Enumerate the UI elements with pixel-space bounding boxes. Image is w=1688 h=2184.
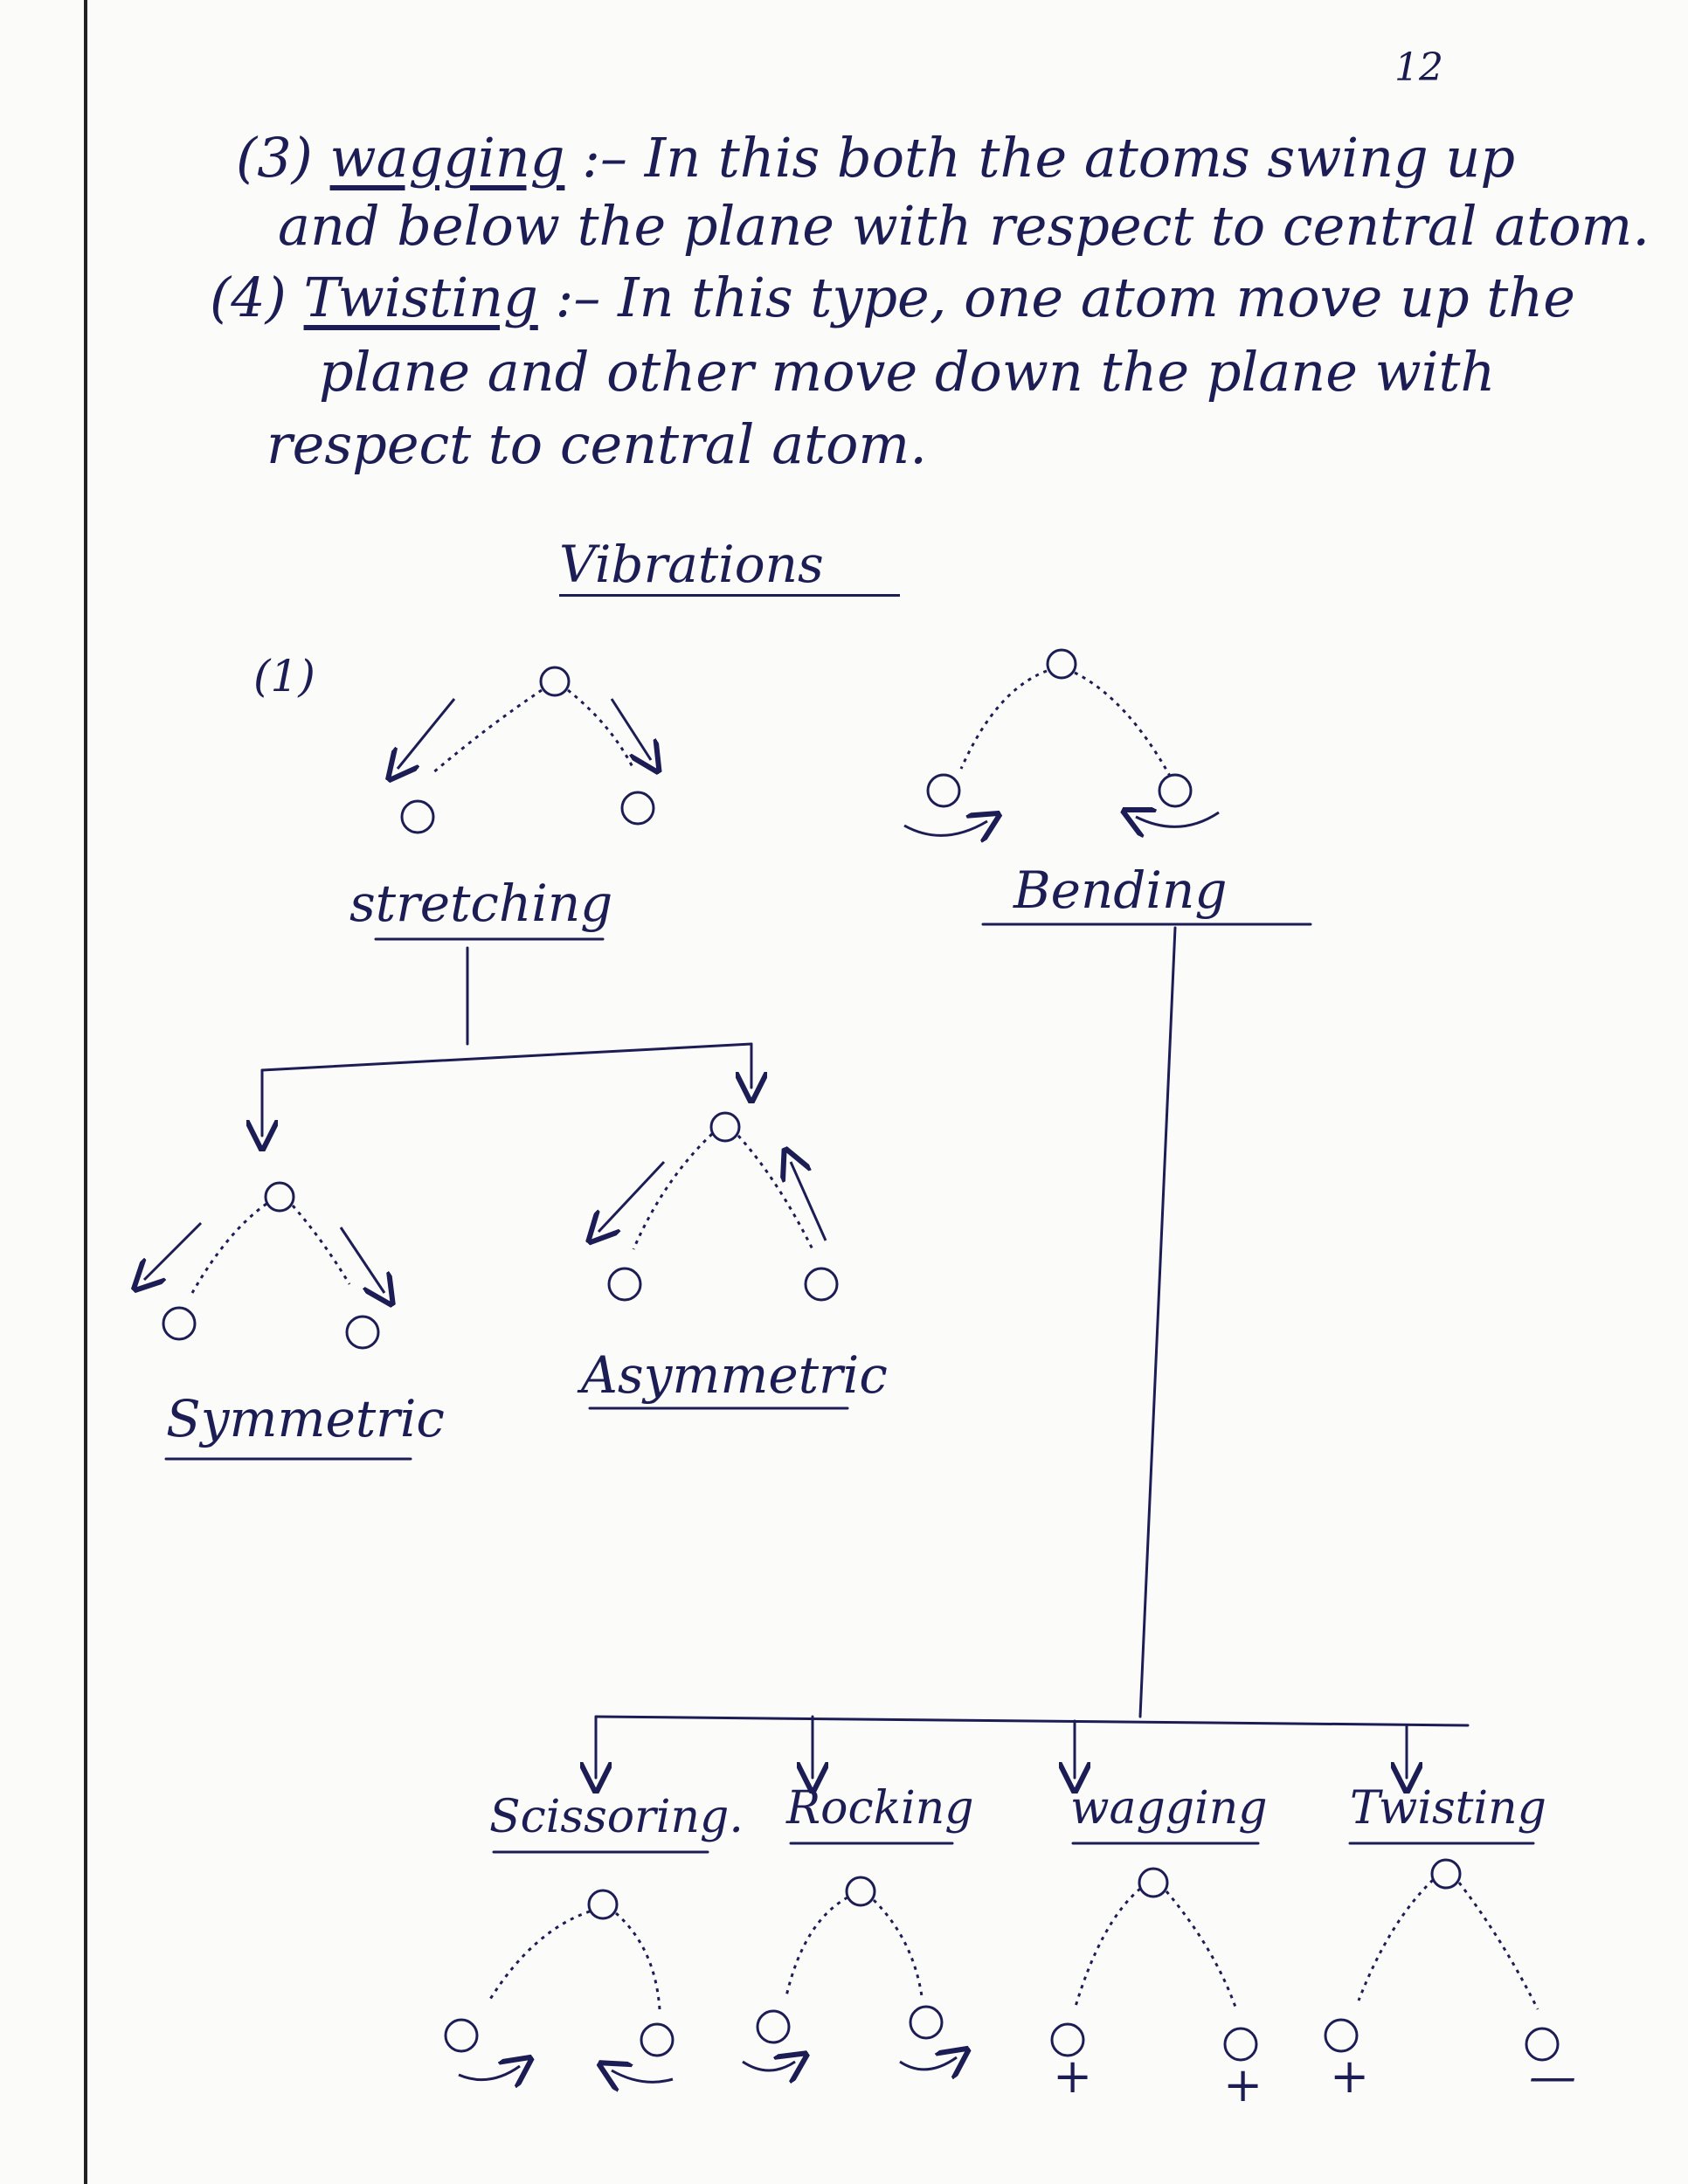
tree-line — [594, 1715, 1470, 1727]
label-asymmetric: Asymmetric — [581, 1345, 888, 1405]
heading-underline — [559, 594, 900, 597]
definition-text: :– In this type, one atom move up the — [555, 266, 1575, 329]
paragraph-twisting-line3: respect to central atom. — [266, 412, 927, 476]
tree-line — [1138, 926, 1177, 1718]
term-twisting: Twisting — [303, 266, 538, 329]
molecule-scissoring — [444, 1889, 675, 2082]
item-number: (3) — [236, 126, 313, 190]
sign-plus-wagging-right: + — [1223, 2057, 1263, 2112]
label-bending: Bending — [1013, 860, 1228, 920]
diagram-marker: (1) — [253, 651, 315, 702]
item-number: (4) — [210, 266, 287, 329]
molecule-stretching — [398, 666, 654, 834]
molecule-wagging — [1050, 1867, 1258, 2062]
margin-line — [84, 0, 87, 2184]
label-wagging: wagging — [1070, 1782, 1268, 1835]
molecule-symmetric — [144, 1181, 384, 1350]
definition-text: :– In this both the atoms swing up — [582, 126, 1516, 190]
molecule-rocking — [742, 1876, 957, 2070]
paragraph-twisting-line1: (4) Twisting :– In this type, one atom m… — [210, 271, 1575, 325]
label-stretching: stretching — [349, 874, 613, 933]
molecule-asymmetric — [598, 1111, 839, 1302]
label-twisting: Twisting — [1350, 1782, 1546, 1835]
label-symmetric: Symmetric — [166, 1389, 445, 1448]
label-scissoring: Scissoring. — [489, 1791, 744, 1843]
diagram-heading: Vibrations — [559, 535, 824, 594]
molecule-bending — [903, 648, 1220, 835]
molecule-twisting — [1324, 1858, 1560, 2062]
page-number: 12 — [1394, 45, 1443, 90]
sign-plus-twisting: + — [1330, 2049, 1370, 2104]
sign-plus-wagging-left: + — [1053, 2049, 1093, 2104]
paragraph-twisting-line2: plane and other move down the plane with — [319, 340, 1496, 404]
paragraph-wagging-line1: (3) wagging :– In this both the atoms sw… — [236, 131, 1515, 185]
tree-line — [260, 1042, 753, 1072]
term-wagging: wagging — [329, 126, 565, 190]
paragraph-wagging-line2: and below the plane with respect to cent… — [278, 194, 1650, 258]
